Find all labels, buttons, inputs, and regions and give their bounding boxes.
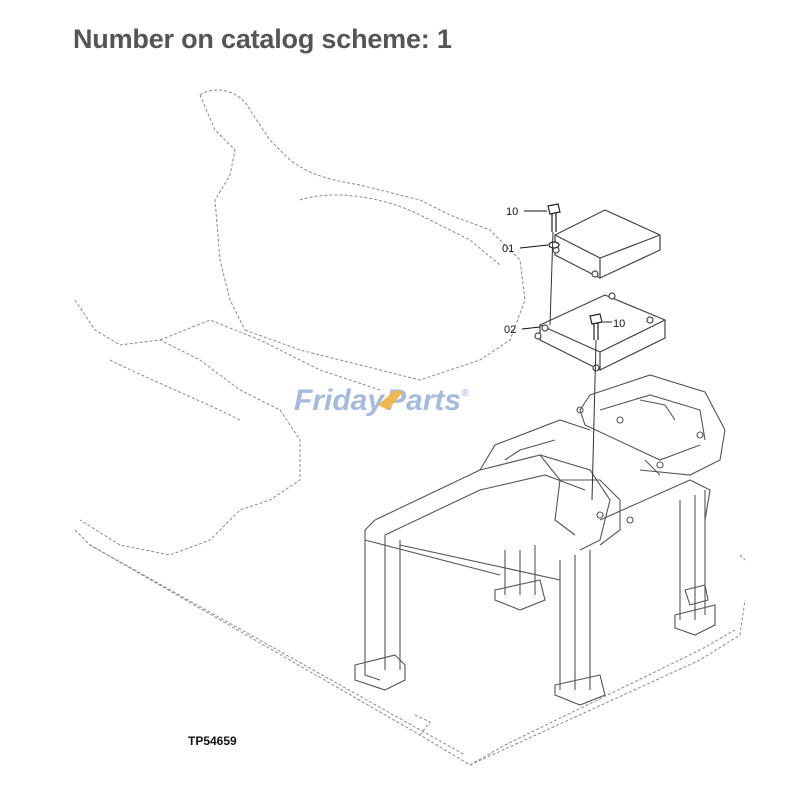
- callout-washer-top: 01: [502, 243, 514, 255]
- drawing-code: TP54659: [188, 734, 237, 748]
- watermark-mark: ®: [461, 388, 469, 399]
- watermark-logo: FridayParts®: [294, 384, 469, 417]
- watermark-swoosh-icon: [378, 390, 403, 410]
- watermark-part2: Parts: [386, 384, 461, 417]
- callout-bolt-top: 10: [506, 206, 518, 218]
- watermark-part1: Friday: [294, 384, 385, 417]
- callout-bolt-mid: 10: [613, 318, 625, 330]
- callout-bracket: 02: [504, 324, 516, 336]
- svg-text:FridayParts®: FridayParts®: [294, 384, 469, 417]
- page-title: Number on catalog scheme: 1: [73, 24, 452, 54]
